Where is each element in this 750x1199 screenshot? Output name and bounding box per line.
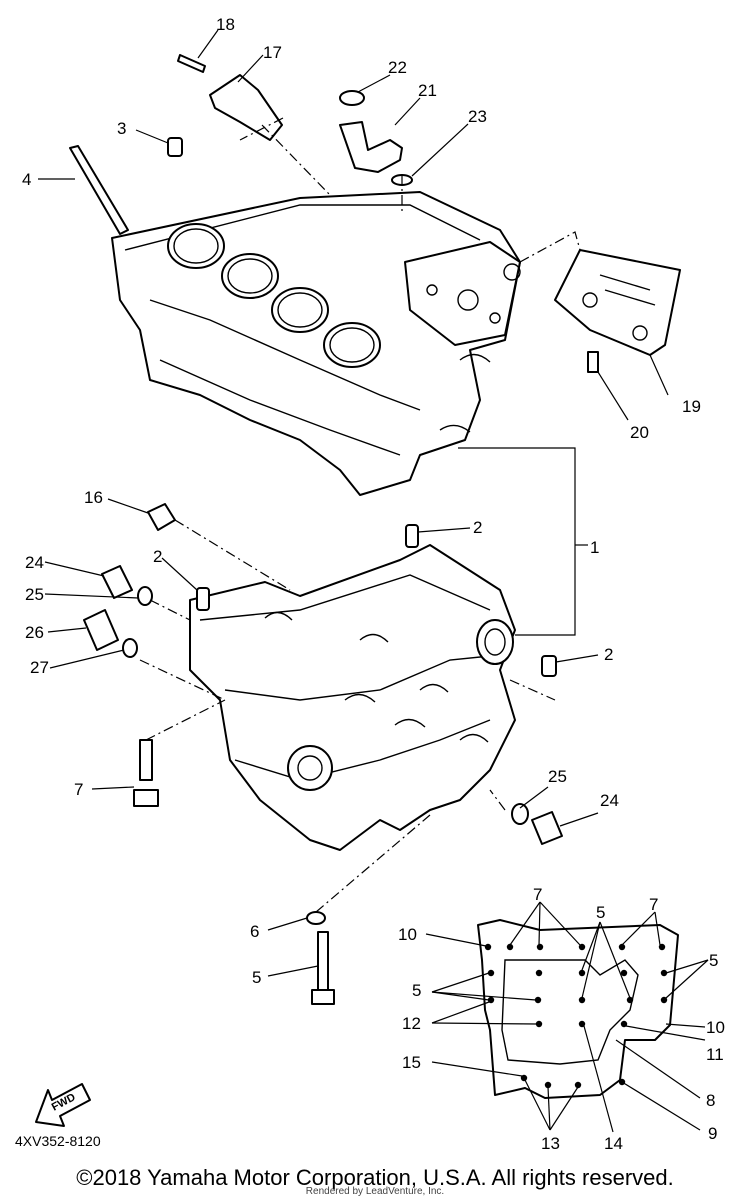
inset-callout-7-right: 7 (649, 895, 658, 914)
callout-5-main: 5 (252, 968, 261, 987)
callout-25-left: 25 (25, 585, 44, 604)
callout-2-upper: 2 (473, 518, 482, 537)
callout-1: 1 (590, 538, 599, 557)
inset-callout-5-top: 5 (596, 903, 605, 922)
callout-16: 16 (84, 488, 103, 507)
callout-26: 26 (25, 623, 44, 642)
leader-lines (38, 29, 669, 977)
callout-2-right: 2 (604, 645, 613, 664)
inset-callout-14: 14 (604, 1134, 623, 1153)
inset-callout-15: 15 (402, 1053, 421, 1072)
callout-20: 20 (630, 423, 649, 442)
fwd-arrow-icon: FWD (35, 1083, 91, 1127)
lower-crankcase (189, 544, 516, 851)
inset-callout-7-left: 7 (533, 885, 542, 904)
callout-22: 22 (388, 58, 407, 77)
callout-19: 19 (682, 397, 701, 416)
upper-crankcase (111, 191, 521, 496)
callout-18: 18 (216, 15, 235, 34)
inset-callout-5-right: 5 (709, 951, 718, 970)
callout-6: 6 (250, 922, 259, 941)
inset-callout-13: 13 (541, 1134, 560, 1153)
callout-24-right: 24 (600, 791, 619, 810)
callout-3: 3 (117, 119, 126, 138)
inset-callout-10-left: 10 (398, 925, 417, 944)
inset-callout-10-right: 10 (706, 1018, 725, 1037)
callout-24-left: 24 (25, 553, 44, 572)
inset-callout-8: 8 (706, 1091, 715, 1110)
callout-27: 27 (30, 658, 49, 677)
inset-callout-5-left: 5 (412, 981, 421, 1000)
bolt-pattern-inset (425, 901, 709, 1133)
callout-23: 23 (468, 107, 487, 126)
copyright-notice: ©2018 Yamaha Motor Corporation, U.S.A. A… (76, 1165, 674, 1190)
callout-2-left: 2 (153, 547, 162, 566)
inset-callout-12: 12 (402, 1014, 421, 1033)
callout-17: 17 (263, 43, 282, 62)
small-parts (69, 54, 681, 1005)
assembly-lines (139, 117, 588, 913)
inset-callout-9: 9 (708, 1124, 717, 1143)
inset-callout-11: 11 (706, 1045, 724, 1064)
callout-21: 21 (418, 81, 437, 100)
inset-callout-numbers: 7 7 5 10 5 5 12 10 11 8 15 9 13 14 (398, 885, 725, 1153)
callout-25-right: 25 (548, 767, 567, 786)
callout-numbers: 18 17 22 21 23 3 4 19 20 1 2 2 2 16 24 2… (22, 15, 701, 987)
callout-7-main: 7 (74, 780, 83, 799)
diagram-code: 4XV352-8120 (15, 1133, 101, 1149)
rendered-by-notice: Rendered by LeadVenture, Inc. (305, 1186, 445, 1197)
callout-4: 4 (22, 170, 31, 189)
